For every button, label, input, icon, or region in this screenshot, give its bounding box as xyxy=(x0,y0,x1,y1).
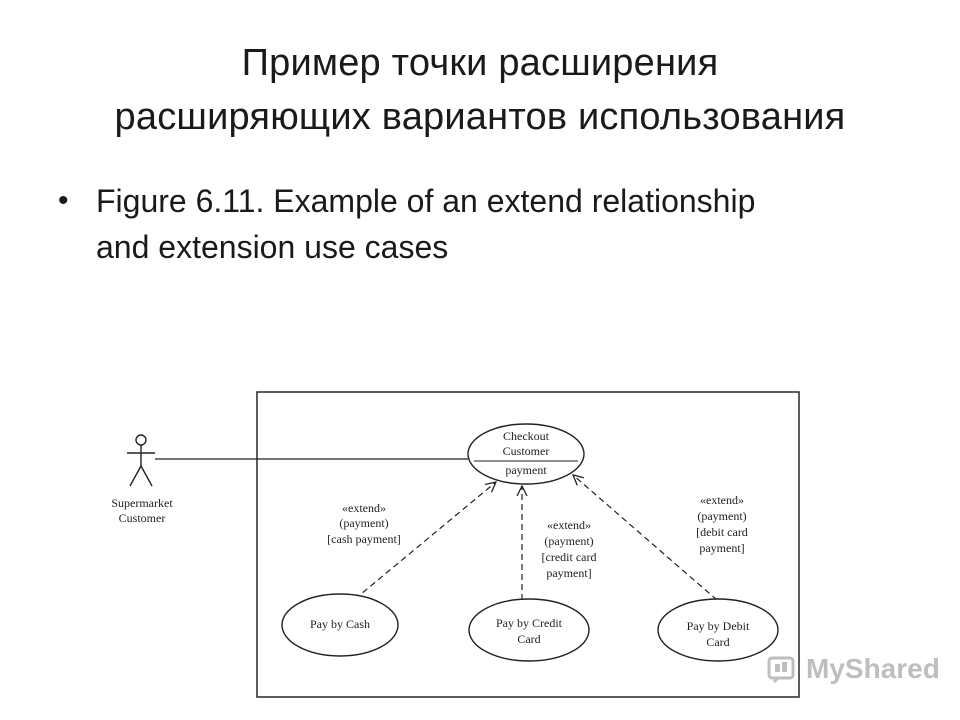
slide-title-line-1: Пример точки расширения xyxy=(241,42,719,84)
extend-label-credit-condition-1: [credit card xyxy=(542,550,597,564)
use-case-checkout xyxy=(467,423,585,485)
actor-stick-figure-icon xyxy=(127,434,155,487)
use-case-pay-by-credit-line-1: Pay by Credit xyxy=(496,616,563,630)
use-case-checkout-line-2: Customer xyxy=(503,444,550,458)
extend-label-credit-stereotype: «extend» xyxy=(547,518,591,532)
extend-label-debit-condition-2: payment] xyxy=(699,541,744,555)
extend-label-debit-point: (payment) xyxy=(697,509,746,523)
actor-label-line-2: Customer xyxy=(119,511,166,525)
watermark-text: MyShared xyxy=(806,653,940,684)
use-case-pay-by-cash xyxy=(281,593,399,657)
use-case-pay-by-debit-line-1: Pay by Debit xyxy=(687,619,750,633)
extend-label-cash-condition: [cash payment] xyxy=(327,532,401,546)
extend-label-cash-point: (payment) xyxy=(339,516,388,530)
bullet-text-line-2: and extension use cases xyxy=(96,229,449,265)
mysahred-logo-icon xyxy=(767,656,795,684)
slide-title-line-2: расширяющих вариантов использования xyxy=(114,96,846,138)
extend-label-debit-condition-1: [debit card xyxy=(696,525,748,539)
use-case-pay-by-credit xyxy=(468,598,590,662)
extend-label-cash-stereotype: «extend» xyxy=(342,501,386,515)
extend-label-debit-stereotype: «extend» xyxy=(700,493,744,507)
extend-label-credit-condition-2: payment] xyxy=(546,566,591,580)
slide-title: Пример точки расширения расширяющих вари… xyxy=(0,36,960,144)
use-case-pay-by-debit-line-2: Card xyxy=(706,635,729,649)
use-case-pay-by-debit xyxy=(657,598,779,662)
use-case-checkout-line-1: Checkout xyxy=(503,429,550,443)
actor-label-line-1: Supermarket xyxy=(111,496,173,510)
use-case-pay-by-credit-line-2: Card xyxy=(517,632,540,646)
watermark: MyShared xyxy=(766,652,940,686)
system-boundary xyxy=(256,391,800,698)
bullet-dot-icon: • xyxy=(58,184,69,217)
extend-arrow-debit xyxy=(573,475,718,601)
bullet-text: Figure 6.11. Example of an extend relati… xyxy=(96,178,916,270)
extend-arrow-cash xyxy=(354,482,496,600)
bullet-text-line-1: Figure 6.11. Example of an extend relati… xyxy=(96,183,756,219)
extension-point-label: payment xyxy=(505,463,547,477)
use-case-pay-by-cash-label: Pay by Cash xyxy=(310,617,370,631)
extend-label-credit-point: (payment) xyxy=(544,534,593,548)
